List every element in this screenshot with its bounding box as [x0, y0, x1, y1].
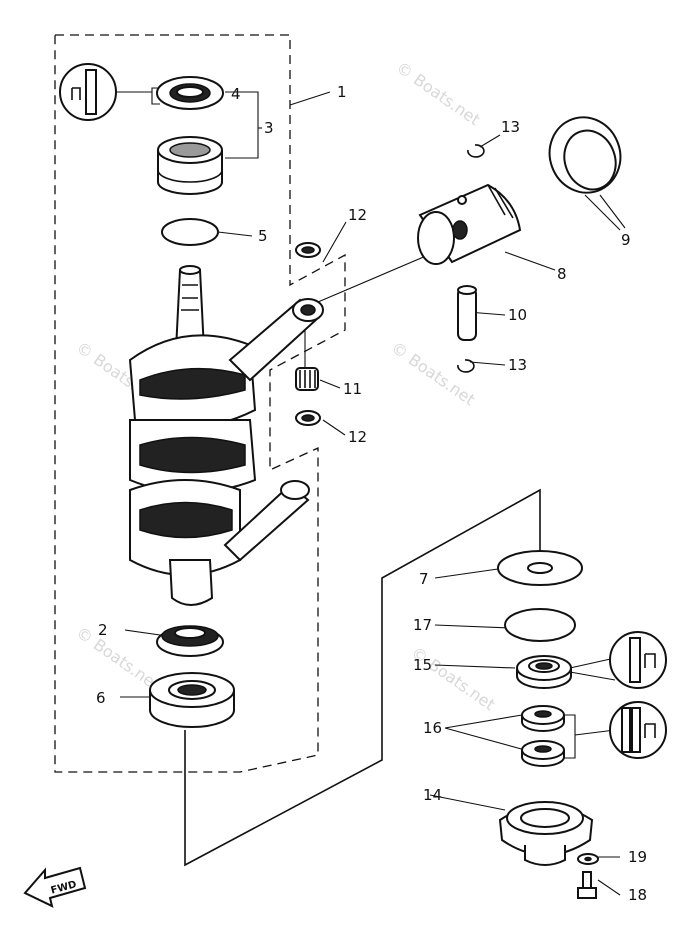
- leader-lines: [116, 87, 626, 896]
- piston-pin-part-10: [457, 285, 477, 341]
- plate-part-7: [497, 550, 583, 586]
- piston-part-8: [417, 183, 522, 265]
- callout-13-lower: 13: [508, 356, 527, 374]
- callout-3: 3: [264, 119, 274, 137]
- callout-7: 7: [419, 570, 429, 588]
- circlip-part-13-lower: [457, 359, 475, 373]
- oil-seal-part-4: [156, 76, 224, 110]
- bearing-part-6: [149, 672, 235, 728]
- callout-14: 14: [423, 786, 442, 804]
- o-ring-part-5: [161, 218, 219, 246]
- washer-part-12-upper: [295, 242, 321, 258]
- callout-8: 8: [557, 265, 567, 283]
- callout-12-lower: 12: [348, 428, 367, 446]
- bolt-part-18: [577, 871, 597, 899]
- seal-detail-upper-left: [59, 63, 117, 121]
- callout-17: 17: [413, 616, 432, 634]
- forward-direction-arrow: FWD: [23, 866, 87, 908]
- callout-numbers: 1 4 3 5 12 13 9 8 10 13 11 12 7 17 15 16…: [96, 83, 647, 904]
- watermark: © Boats.net: [393, 58, 484, 130]
- callout-4: 4: [231, 85, 241, 103]
- crankshaft-assembly-boundary: [54, 34, 346, 773]
- circlip-part-13-upper: [467, 144, 485, 158]
- oil-seal-part-15: [516, 655, 572, 689]
- callout-16: 16: [423, 719, 442, 737]
- oil-seal-part-16: [521, 705, 565, 767]
- crankshaft: [128, 265, 324, 606]
- oil-seal-part-2: [156, 625, 224, 657]
- callout-15: 15: [413, 656, 432, 674]
- callout-2: 2: [98, 621, 108, 639]
- needle-bearing-part-11: [295, 367, 319, 391]
- callout-1: 1: [337, 83, 347, 101]
- callout-9: 9: [621, 231, 631, 249]
- washer-part-19: [577, 853, 599, 865]
- washer-part-12-lower: [295, 410, 321, 426]
- seal-detail-right-15: [609, 631, 667, 689]
- o-ring-part-17: [504, 608, 576, 642]
- bearing-part-3: [157, 136, 223, 195]
- callout-6: 6: [96, 689, 106, 707]
- watermark: © Boats.net: [408, 643, 499, 715]
- callout-11: 11: [343, 380, 362, 398]
- housing-part-14: [498, 801, 594, 866]
- callout-13-upper: 13: [501, 118, 520, 136]
- callout-12-upper: 12: [348, 206, 367, 224]
- seal-detail-right-16: [609, 701, 667, 759]
- callout-5: 5: [258, 227, 268, 245]
- piston-rings-part-9: [548, 116, 622, 194]
- callout-19: 19: [628, 848, 647, 866]
- watermark: © Boats.net: [388, 338, 479, 410]
- callout-10: 10: [508, 306, 527, 324]
- callout-18: 18: [628, 886, 647, 904]
